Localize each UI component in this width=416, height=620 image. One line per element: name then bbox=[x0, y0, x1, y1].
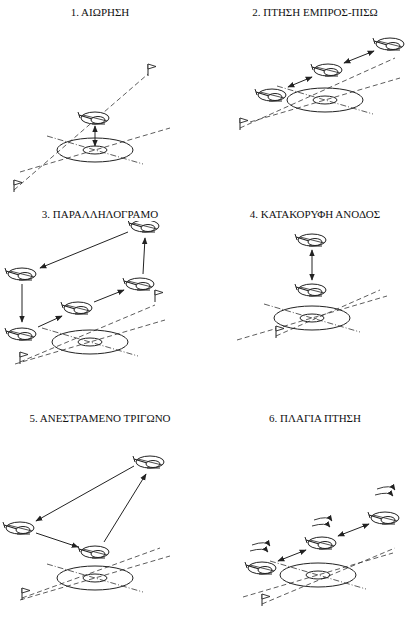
drawing-stroke bbox=[36, 466, 134, 521]
drawing-stroke bbox=[278, 550, 306, 561]
drawing-stroke bbox=[3, 522, 34, 534]
drawing-stroke bbox=[368, 512, 399, 524]
drawing-stroke bbox=[61, 302, 92, 314]
drawing-stroke bbox=[305, 537, 336, 549]
drawing-stroke bbox=[255, 89, 286, 101]
panel-sideways bbox=[243, 487, 399, 606]
drawing-stroke bbox=[148, 64, 156, 76]
panel-title: 1. ΑΙΩΡΗΣΗ bbox=[70, 6, 131, 19]
panel-inverted-triangle bbox=[3, 456, 170, 600]
panel-forward-back bbox=[240, 38, 404, 130]
drawing-stroke bbox=[311, 64, 342, 76]
drawing-stroke bbox=[78, 112, 109, 124]
drawing-stroke bbox=[14, 74, 148, 190]
drawing-stroke bbox=[14, 180, 22, 192]
drawing-stroke bbox=[373, 38, 404, 50]
drawing-stroke bbox=[262, 594, 270, 606]
drawing-stroke bbox=[250, 78, 400, 122]
drawing-stroke bbox=[276, 326, 284, 338]
drawing-stroke bbox=[22, 284, 23, 322]
drawing-stroke bbox=[5, 328, 36, 340]
panel-hover bbox=[14, 64, 170, 192]
panel-parallelogram bbox=[5, 220, 165, 364]
drawing-stroke bbox=[94, 290, 124, 302]
drawing-stroke bbox=[344, 51, 374, 63]
drawing-stroke bbox=[245, 562, 276, 574]
drawing-stroke bbox=[5, 268, 36, 280]
drawing-stroke bbox=[20, 352, 28, 364]
drawing-stroke bbox=[295, 284, 326, 296]
drawing-stroke bbox=[155, 290, 163, 302]
drawing-stroke bbox=[240, 118, 248, 130]
panel-title: 4. ΚΑΤΑΚΟΡΥΦΗ ΑΝΟΔΟΣ bbox=[249, 208, 381, 221]
drawing-stroke bbox=[22, 588, 30, 600]
drawing-stroke bbox=[312, 250, 313, 280]
drawing-stroke bbox=[288, 77, 312, 87]
drawing-stroke bbox=[36, 533, 78, 547]
drawing-stroke bbox=[375, 487, 395, 496]
drawing-stroke bbox=[250, 543, 270, 552]
drawing-stroke bbox=[38, 316, 62, 327]
drawing-stroke bbox=[295, 234, 326, 246]
panel-vertical-climb bbox=[237, 234, 387, 340]
panel-title: 3. ΠΑΡΑΛΛΗΛΟΓΡΑΜΟ bbox=[41, 208, 159, 221]
panel-title: 6. ΠΛΑΓΙΑ ΠΤΗΣΗ bbox=[268, 412, 362, 425]
drawing-stroke bbox=[40, 232, 128, 268]
drawing-stroke bbox=[123, 278, 154, 290]
drawing-stroke bbox=[95, 126, 96, 146]
drawing-stroke bbox=[338, 524, 369, 536]
drawing-stroke bbox=[15, 320, 165, 364]
drawing-stroke bbox=[237, 296, 387, 340]
drawing-stroke bbox=[128, 220, 159, 232]
drawing-stroke bbox=[262, 548, 395, 604]
drawing-stroke bbox=[104, 474, 146, 542]
drawing-stroke bbox=[243, 553, 393, 597]
drawing-stroke bbox=[133, 456, 164, 468]
drawing-stroke bbox=[240, 58, 395, 128]
drawing-stroke bbox=[312, 518, 332, 527]
drawing-stroke bbox=[20, 556, 170, 600]
drawing-stroke bbox=[78, 546, 109, 558]
panel-title: 2. ΠΤΗΣΗ ΕΜΠΡΟΣ-ΠΙΣΩ bbox=[251, 6, 378, 19]
drawing-stroke bbox=[143, 238, 145, 274]
panel-title: 5. ΑΝΕΣΤΡΑΜΕΝΟ ΤΡΙΓΩΝΟ bbox=[28, 412, 171, 425]
